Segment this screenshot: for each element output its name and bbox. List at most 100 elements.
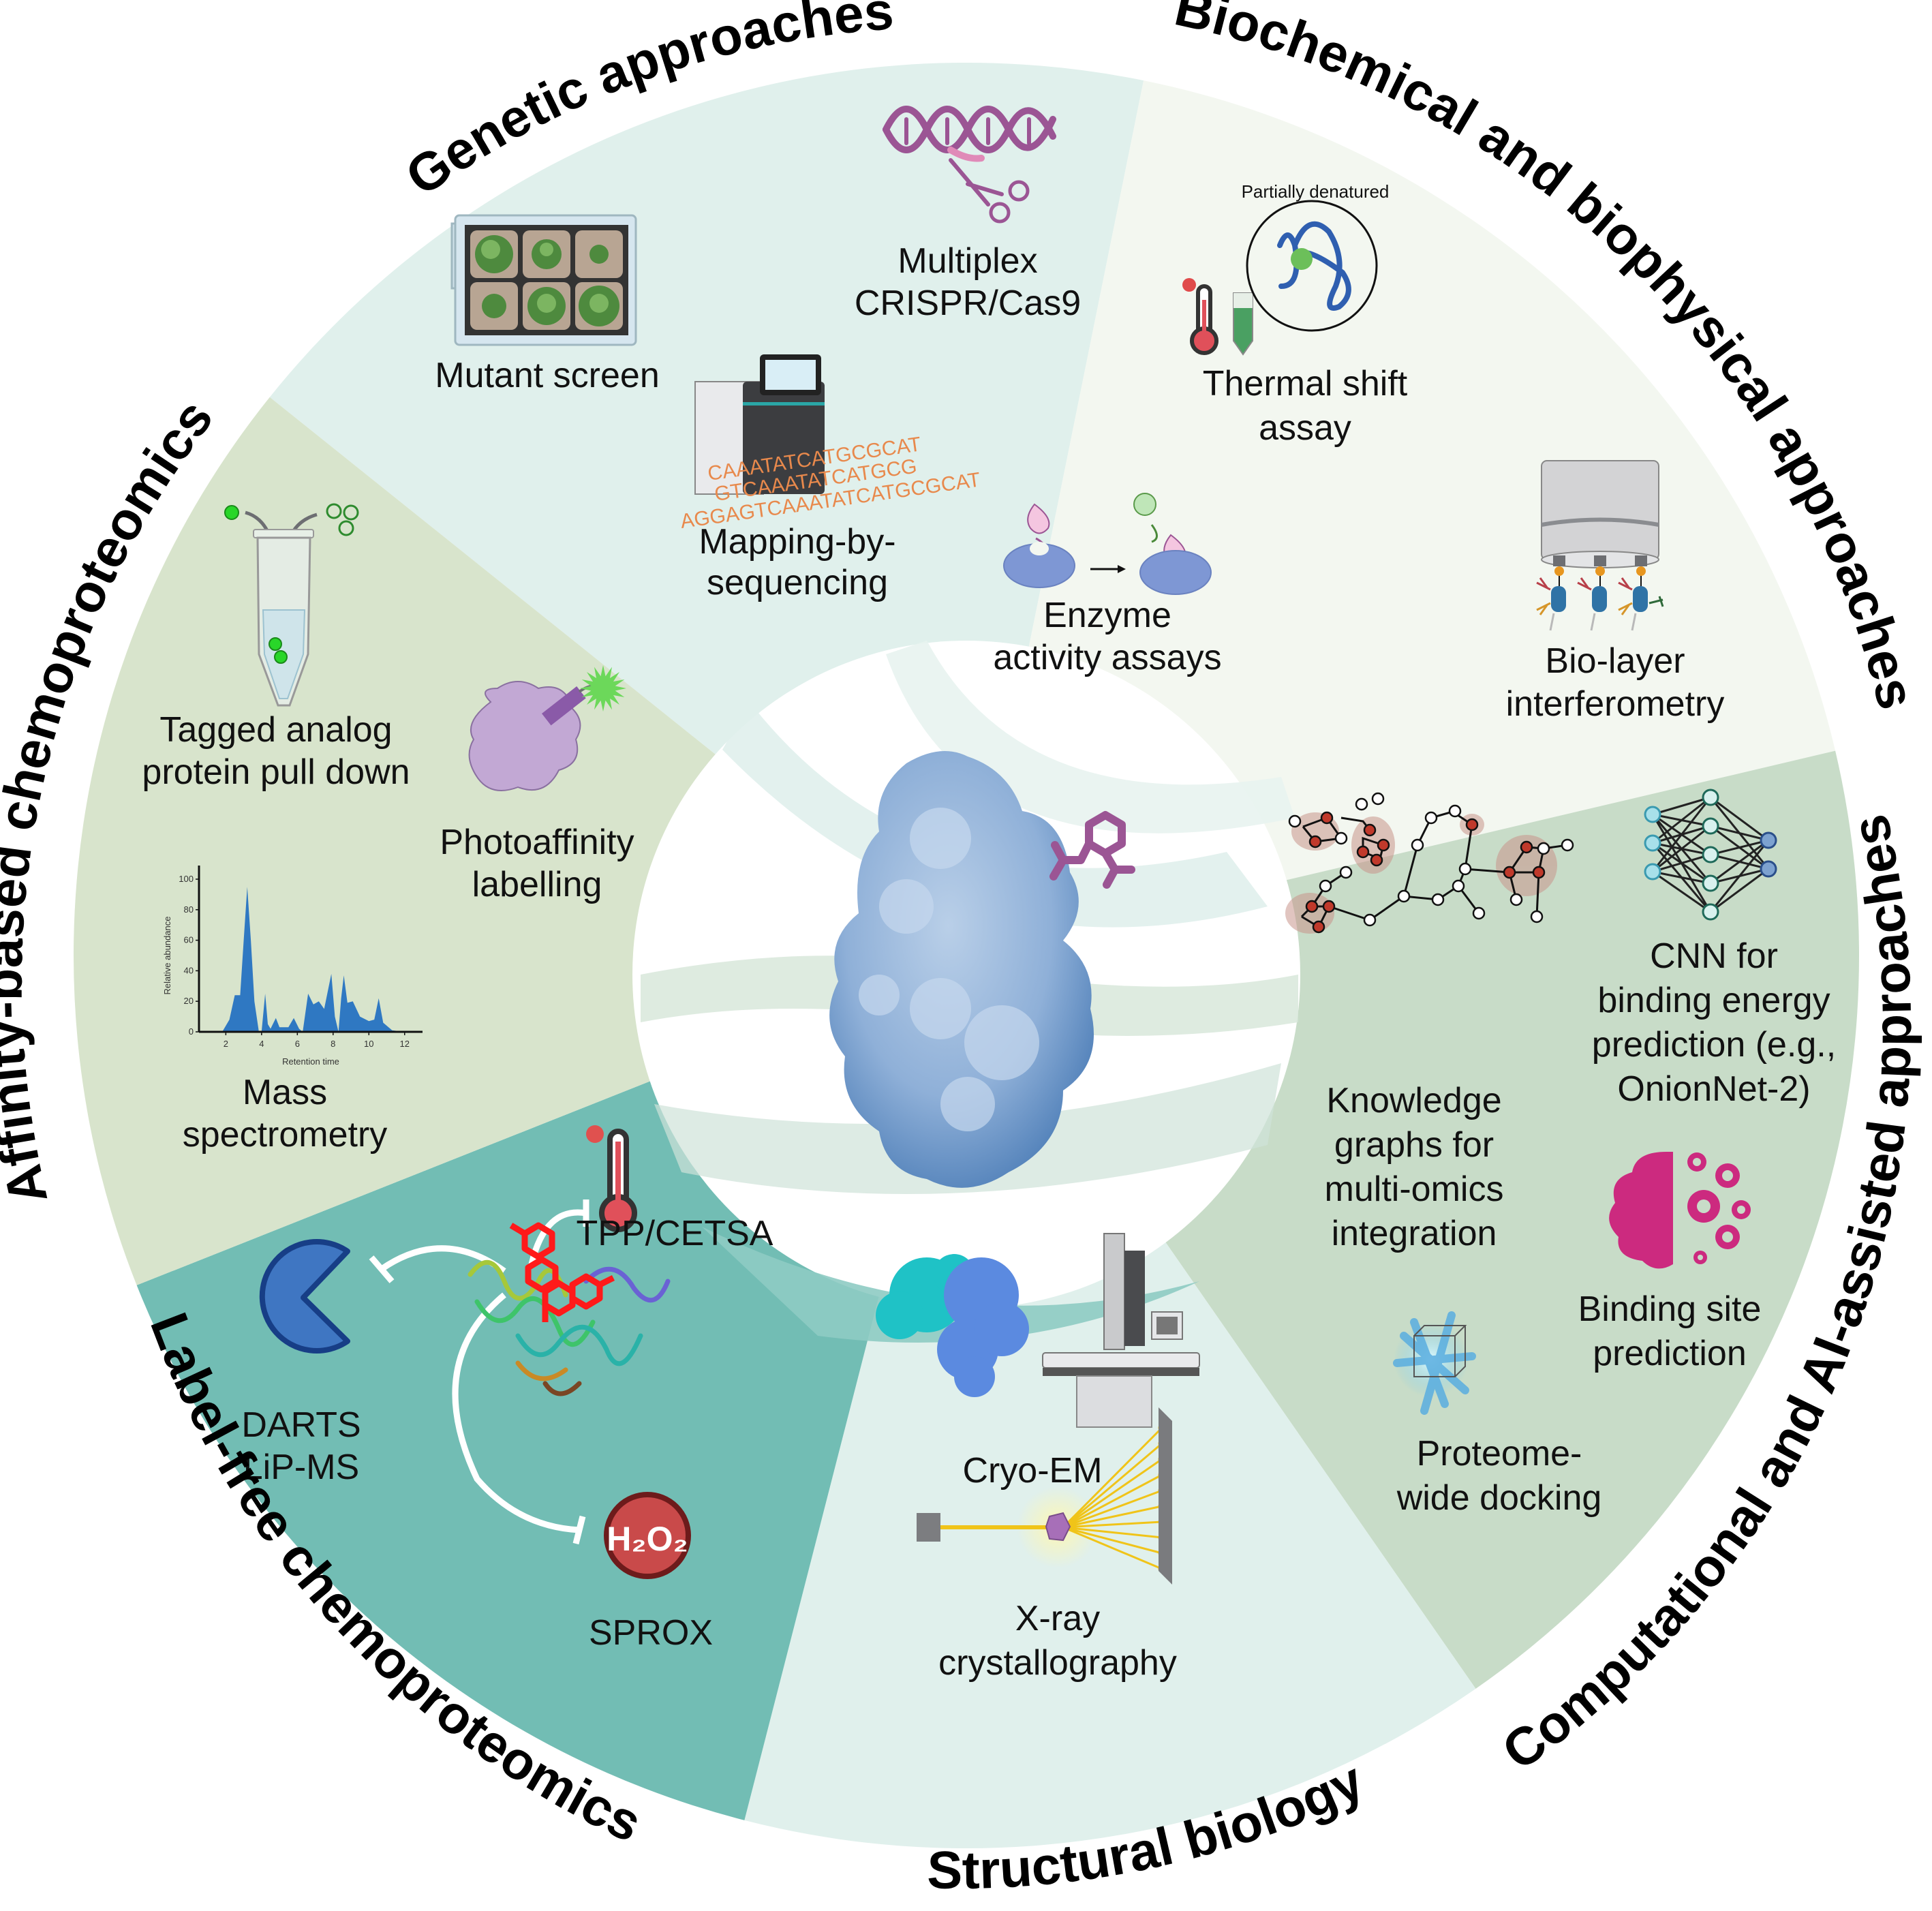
nn-hidden-node (1702, 846, 1719, 863)
cnn-label-line4: OnionNet-2) (1617, 1069, 1810, 1109)
cryo-em-item: Cryo-EM (876, 1233, 1200, 1490)
docking-item: Proteome- wide docking (1393, 1311, 1602, 1518)
photoaffinity-label-line2: labelling (472, 865, 602, 904)
binding-site-label-line2: prediction (1593, 1334, 1746, 1373)
nn-output-node (1760, 831, 1777, 849)
cnn-item: CNN for binding energy prediction (e.g.,… (1592, 789, 1836, 1109)
sequencer-icon (694, 354, 825, 495)
nn-input-node (1644, 863, 1661, 881)
nn-hidden-node (1702, 817, 1719, 835)
ligand-molecule-icon (1049, 811, 1135, 889)
tube-pulldown-icon (224, 503, 359, 707)
darts-item: DARTS LiP-MS (241, 1239, 361, 1487)
x-tick-label: 8 (331, 1039, 335, 1049)
photoaffinity-probe-icon (468, 665, 626, 791)
thermometer-icon (586, 1125, 637, 1232)
crispr-item: Multiplex CRISPR/Cas9 (855, 106, 1081, 323)
partially-denatured-annotation: Partially denatured (1242, 181, 1390, 202)
mass-spec-label-line1: Mass (243, 1073, 327, 1112)
sprox-item: H₂O₂ SPROX (589, 1492, 713, 1653)
enzyme-label-line1: Enzyme (1043, 596, 1171, 635)
h2o2-icon: H₂O₂ (604, 1492, 691, 1579)
y-tick-label: 100 (179, 874, 194, 884)
x-tick-label: 10 (364, 1039, 373, 1049)
nn-input-node (1644, 834, 1661, 852)
cnn-label-line2: binding energy (1597, 981, 1830, 1020)
bio-layer-label-line2: interferometry (1506, 684, 1725, 724)
knowledge-graph-icon (1285, 792, 1574, 934)
binding-site-item: Binding site prediction (1578, 1152, 1762, 1373)
nn-hidden-node (1702, 789, 1719, 806)
biosensor-icon (1536, 460, 1664, 631)
darts-label-line2: LiP-MS (243, 1448, 359, 1487)
xray-label-line2: crystallography (938, 1643, 1177, 1683)
mapping-label-line1: Mapping-by- (699, 522, 895, 562)
nn-hidden-node (1702, 874, 1719, 892)
crispr-label-line1: Multiplex (898, 241, 1037, 281)
tagged-analog-label-line2: protein pull down (142, 752, 410, 792)
y-tick-label: 80 (184, 904, 194, 915)
y-tick-label: 0 (189, 1026, 194, 1037)
knowledge-graph-label-line3: multi-omics (1325, 1169, 1504, 1209)
sprox-label: SPROX (589, 1613, 713, 1653)
photoaffinity-label-line1: Photoaffinity (440, 823, 634, 862)
y-tick-label: 60 (184, 935, 194, 945)
plant-tray-icon (450, 214, 637, 346)
x-tick-label: 6 (295, 1039, 300, 1049)
tagged-analog-item: Tagged analog protein pull down (142, 503, 410, 792)
nn-input-node (1644, 806, 1661, 823)
knowledge-graph-label-line4: integration (1332, 1214, 1497, 1253)
photoaffinity-item: Photoaffinity labelling (440, 665, 634, 904)
bio-layer-label-line1: Bio-layer (1545, 641, 1685, 681)
y-tick-label: 20 (184, 996, 194, 1006)
x-tick-label: 12 (400, 1039, 410, 1049)
tpp-cetsa-item: TPP/CETSA (577, 1125, 773, 1253)
x-axis-label: Retention time (282, 1056, 339, 1067)
target-protein-surface-icon (829, 751, 1094, 1188)
brain-gears-icon (1609, 1152, 1751, 1269)
y-axis-label: Relative abundance (162, 917, 172, 995)
tagged-analog-label-line1: Tagged analog (159, 710, 392, 750)
mutant-screen-label: Mutant screen (435, 356, 660, 395)
enzyme-label-line2: activity assays (993, 638, 1221, 677)
xray-diffraction-icon (917, 1407, 1172, 1585)
tpp-cetsa-label: TPP/CETSA (577, 1214, 773, 1253)
neural-network-icon (1644, 789, 1777, 921)
xray-label-line1: X-ray (1015, 1599, 1100, 1638)
knowledge-graph-item: Knowledge graphs for multi-omics integra… (1285, 792, 1574, 1253)
bio-layer-item: Bio-layer interferometry (1506, 460, 1725, 724)
x-tick-label: 4 (259, 1039, 264, 1049)
h2o2-text: H₂O₂ (607, 1520, 688, 1558)
thermal-shift-label-line2: assay (1259, 408, 1351, 448)
crispr-label-line2: CRISPR/Cas9 (855, 284, 1081, 323)
mass-spec-label-line2: spectrometry (183, 1115, 388, 1155)
y-tick-label: 40 (184, 965, 194, 975)
dna-scissors-icon (883, 106, 1056, 224)
enzyme-activity-item: Enzyme activity assays (993, 493, 1222, 677)
nn-output-node (1760, 860, 1777, 878)
mutant-screen-item: Mutant screen (435, 214, 660, 395)
darts-label-line1: DARTS (241, 1405, 361, 1445)
chromatogram-area (222, 887, 405, 1032)
docking-label-line2: wide docking (1396, 1478, 1602, 1518)
xray-item: X-ray crystallography (917, 1407, 1177, 1683)
light-burst-icon (580, 665, 626, 712)
thermometer-tube-icon (1182, 200, 1378, 356)
thermal-shift-label-line1: Thermal shift (1203, 364, 1408, 403)
enzyme-substrate-icon (1003, 493, 1212, 595)
knowledge-graph-label-line1: Knowledge (1326, 1081, 1501, 1120)
cnn-label-line1: CNN for (1650, 936, 1778, 976)
x-tick-label: 2 (224, 1039, 228, 1049)
cnn-label-line3: prediction (e.g., (1592, 1025, 1836, 1065)
knowledge-graph-label-line2: graphs for (1334, 1125, 1494, 1165)
nn-hidden-node (1702, 903, 1719, 921)
cryo-em-microscope-icon (876, 1233, 1200, 1428)
docking-box-icon (1393, 1311, 1476, 1415)
docking-label-line1: Proteome- (1417, 1434, 1582, 1473)
mapping-label-line2: sequencing (707, 563, 888, 602)
cryo-em-label: Cryo-EM (962, 1451, 1102, 1490)
binding-site-label-line1: Binding site (1578, 1289, 1762, 1329)
